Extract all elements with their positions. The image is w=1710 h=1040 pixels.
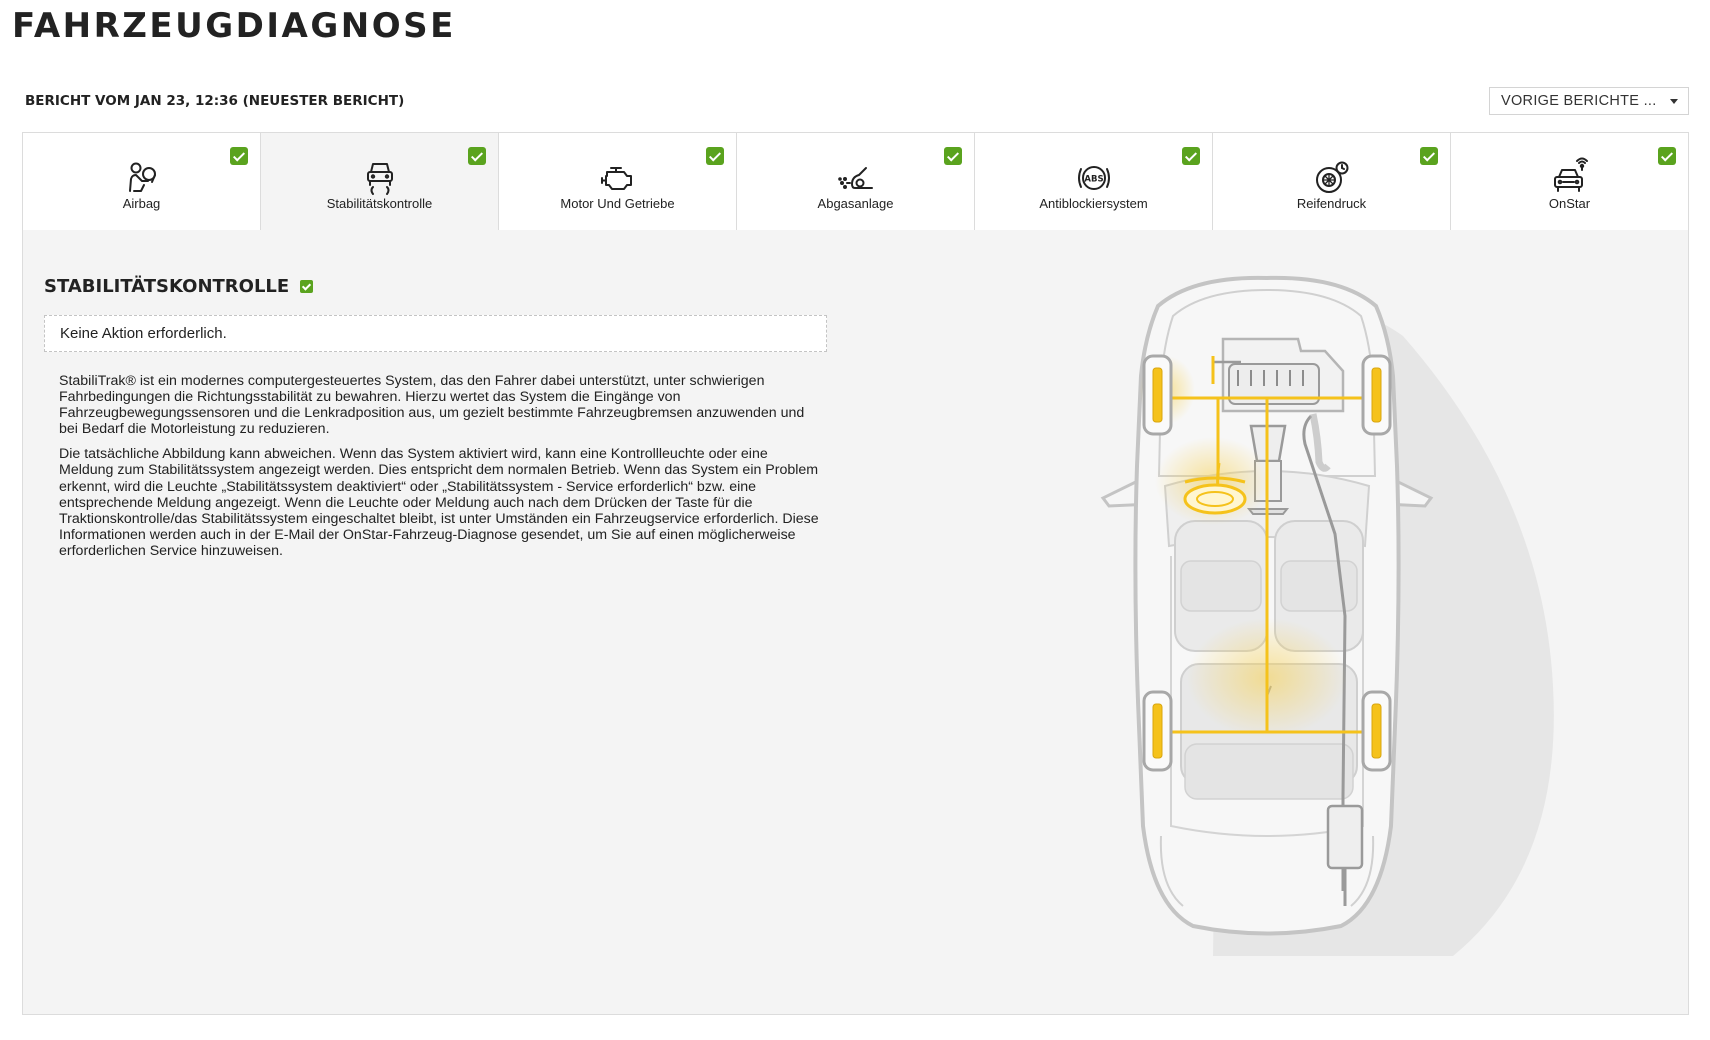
tab-airbag[interactable]: Airbag <box>23 133 261 231</box>
section-title-text: STABILITÄTSKONTROLLE <box>44 276 290 297</box>
diagnostic-tabs: Airbag Stabilitätskontrolle Motor Und Ge… <box>22 132 1689 231</box>
tab-tire-pressure[interactable]: Reifendruck <box>1213 133 1451 231</box>
stability-control-icon <box>366 163 393 195</box>
tab-label: Abgasanlage <box>817 196 894 211</box>
status-ok-icon <box>944 147 962 165</box>
tab-exhaust[interactable]: Abgasanlage <box>737 133 975 231</box>
status-ok-icon <box>1658 147 1676 165</box>
engine-icon <box>600 167 632 190</box>
description: StabiliTrak® ist ein modernes computerge… <box>59 373 819 568</box>
report-date: BERICHT VOM JAN 23, 12:36 (NEUESTER BERI… <box>25 93 405 109</box>
tab-onstar[interactable]: OnStar <box>1451 133 1688 231</box>
tab-label: Airbag <box>122 196 161 211</box>
tire-pressure-icon <box>1315 161 1348 193</box>
previous-reports-dropdown[interactable]: VORIGE BERICHTE ... <box>1489 87 1689 115</box>
abs-icon: ABS <box>1077 166 1110 190</box>
vehicle-stability-diagram <box>1100 275 1554 956</box>
status-ok-icon <box>1420 147 1438 165</box>
detail-panel: STABILITÄTSKONTROLLE Keine Aktion erford… <box>22 230 1689 1015</box>
action-message: Keine Aktion erforderlich. <box>44 315 827 352</box>
tab-abs[interactable]: ABS Antiblockiersystem <box>975 133 1213 231</box>
tab-label: Stabilitätskontrolle <box>326 196 433 211</box>
tab-label: OnStar <box>1548 196 1591 211</box>
description-paragraph: StabiliTrak® ist ein modernes computerge… <box>59 373 805 438</box>
section-title: STABILITÄTSKONTROLLE <box>44 276 314 297</box>
tab-label: Motor Und Getriebe <box>560 196 675 211</box>
previous-reports-label: VORIGE BERICHTE ... <box>1501 93 1657 109</box>
tab-engine-transmission[interactable]: Motor Und Getriebe <box>499 133 737 231</box>
status-ok-icon <box>706 147 724 165</box>
svg-text:ABS: ABS <box>1084 175 1103 185</box>
tab-stability-control[interactable]: Stabilitätskontrolle <box>261 133 499 231</box>
tab-label: Antiblockiersystem <box>1039 196 1148 211</box>
description-paragraph: Die tatsächliche Abbildung kann abweiche… <box>59 446 819 559</box>
status-ok-icon <box>300 280 314 293</box>
status-ok-icon <box>230 147 248 165</box>
page-title: FAHRZEUGDIAGNOSE <box>12 6 456 46</box>
exhaust-icon <box>837 167 873 189</box>
airbag-icon <box>128 162 156 192</box>
tab-label: Reifendruck <box>1296 196 1367 211</box>
status-ok-icon <box>1182 147 1200 165</box>
onstar-icon <box>1553 157 1588 192</box>
chevron-down-icon <box>1670 99 1678 104</box>
status-ok-icon <box>468 147 486 165</box>
